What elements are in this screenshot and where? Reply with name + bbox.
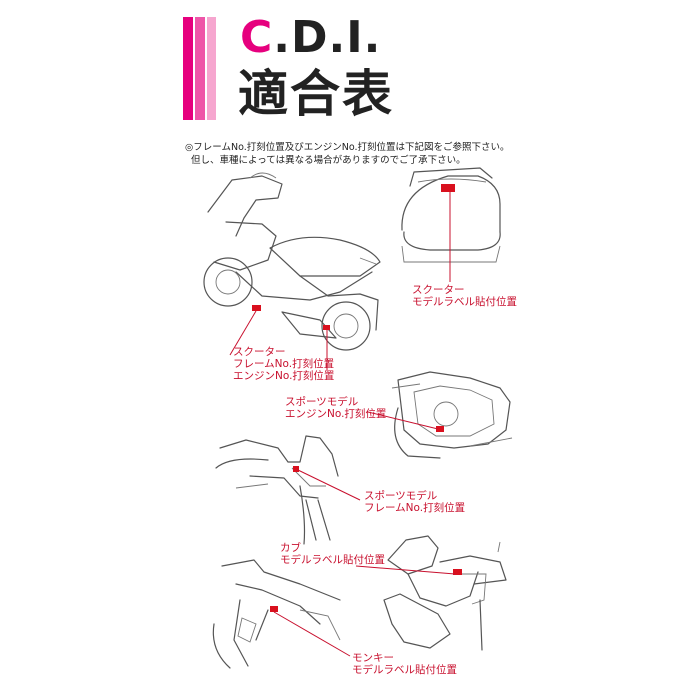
callout-line: [229, 310, 257, 356]
callout-line: [355, 565, 456, 575]
callout-line: [297, 469, 361, 501]
model-label-marker: [453, 569, 462, 575]
page-title: C.D.I.: [240, 14, 381, 62]
title-rest: .D.I.: [273, 12, 382, 63]
sport-frame-callout: スポーツモデル フレームNo.打刻位置: [364, 490, 466, 514]
monkey-label-callout: モンキー モデルラベル貼付位置: [352, 652, 457, 676]
accent-bar: [207, 17, 216, 120]
frame-number-marker: [293, 466, 299, 472]
scooter-illustration: [203, 172, 381, 351]
note-line-2: 但し、車種によっては異なる場合がありますのでご了承下さい。: [185, 155, 466, 166]
frame-number-marker: [252, 305, 261, 311]
sport-front-illustration: [215, 435, 339, 545]
sport-engine-callout: スポーツモデル エンジンNo.打刻位置: [285, 396, 387, 420]
title-accent-letter: C: [240, 12, 274, 63]
monkey-illustration: [212, 559, 341, 669]
note-line-1: ◎フレームNo.打刻位置及びエンジンNo.打刻位置は下記図をご参照下さい。: [185, 142, 510, 153]
callout-line: [367, 411, 439, 430]
scooter-stamp-callout: スクーター フレームNo.打刻位置 エンジンNo.打刻位置: [233, 346, 335, 382]
page-subtitle: 適合表: [238, 65, 394, 123]
cub-label-callout: カブ モデルラベル貼付位置: [280, 542, 385, 566]
sport-engine-illustration: [391, 371, 513, 459]
scooter-label-callout: スクーター モデルラベル貼付位置: [412, 284, 517, 308]
reference-note: ◎フレームNo.打刻位置及びエンジンNo.打刻位置は下記図をご参照下さい。 但し…: [185, 141, 510, 167]
cub-illustration: [383, 535, 507, 651]
scooter-rear-illustration: [401, 167, 501, 263]
callout-line: [273, 611, 351, 657]
accent-bar: [183, 17, 193, 120]
engine-number-marker: [436, 426, 444, 432]
accent-bar: [195, 17, 205, 120]
model-label-marker: [441, 184, 455, 192]
engine-number-marker: [323, 325, 330, 330]
model-label-marker: [270, 606, 278, 612]
